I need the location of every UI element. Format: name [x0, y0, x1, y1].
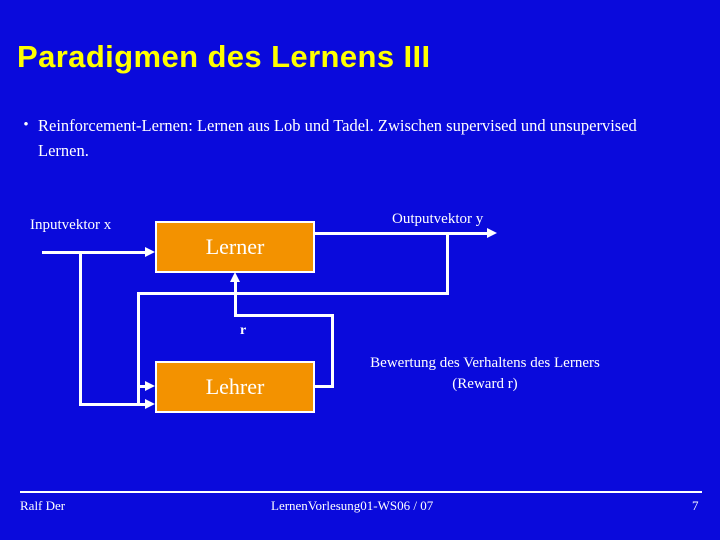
lehrer-input-arrowhead-icon — [145, 399, 155, 409]
reward-vertical-right — [331, 314, 334, 388]
lehrer-feedback-arrowhead-icon — [145, 381, 155, 391]
bullet-item-label: Reinforcement-Lernen: Lernen aus Lob und… — [38, 116, 637, 160]
label-input-vector: Inputvektor x — [30, 217, 112, 233]
reward-arrowhead-icon — [230, 272, 240, 282]
page-title: Paradigmen des Lernens III — [17, 39, 431, 74]
reward-exit-segment — [315, 385, 334, 388]
feedback-vertical-right — [446, 232, 449, 294]
feedback-horizontal-top — [137, 292, 449, 295]
label-output-vector: Outputvektor y — [392, 211, 484, 227]
input-branch-to-lehrer — [79, 403, 145, 406]
reward-caption-line-2: (Reward r) — [452, 376, 518, 392]
footer-page-number: 7 — [692, 498, 699, 513]
reward-vertical-into-lerner — [234, 282, 237, 317]
label-reward-symbol: r — [240, 323, 247, 338]
reward-caption-line-1: Bewertung des Verhaltens des Lerners — [370, 355, 600, 371]
node-lerner-label: Lerner — [205, 234, 265, 259]
input-branch-vertical — [79, 251, 82, 406]
bullet-item: • Reinforcement-Lernen: Lernen aus Lob u… — [14, 113, 684, 163]
footer-course-title: LernenVorlesung01-WS06 / 07 — [271, 498, 434, 513]
footer-divider — [20, 491, 702, 493]
input-arrowhead-icon — [145, 247, 155, 257]
reward-horizontal — [234, 314, 334, 317]
label-reward-caption: Bewertung des Verhaltens des Lerners (Re… — [340, 353, 630, 395]
footer-author: Ralf Der — [20, 498, 66, 513]
node-lerner[interactable]: Lerner — [155, 221, 315, 273]
node-lehrer-label: Lehrer — [205, 374, 265, 399]
feedback-to-lehrer — [137, 385, 145, 388]
feedback-vertical-left — [137, 292, 140, 405]
input-line-segment — [42, 251, 145, 254]
bullet-marker-icon: • — [23, 117, 29, 133]
output-arrowhead-icon — [487, 228, 497, 238]
output-line-segment — [315, 232, 487, 235]
node-lehrer[interactable]: Lehrer — [155, 361, 315, 413]
